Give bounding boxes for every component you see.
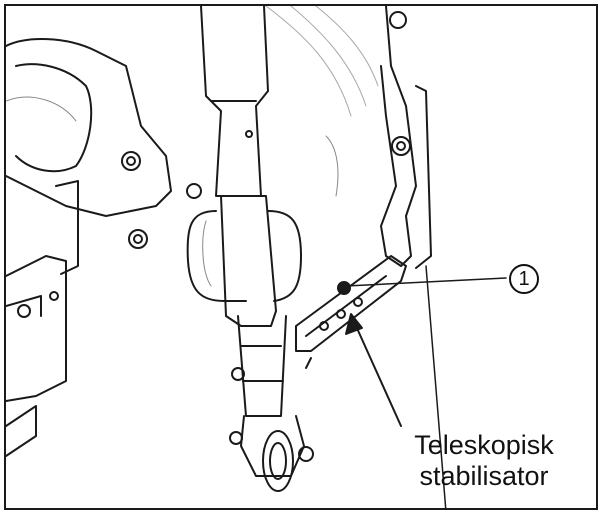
u-handle [186,210,302,302]
bolt [121,151,141,171]
label-line-1: Teleskopisk [414,430,554,460]
figure-frame: 1 Teleskopisk stabilisator [4,4,598,510]
bolt [128,229,148,249]
tractor-body [6,38,172,217]
bolt [186,183,202,199]
label-line-2: stabilisator [419,461,549,491]
link-wheel [262,430,294,492]
label-arrow [355,325,402,427]
lower-link [220,195,277,327]
pin [337,281,351,295]
callout-leader [345,277,507,287]
left-plate [6,255,67,402]
telescopic-stabilizer [295,255,407,352]
right-bracket [380,6,417,267]
callout-marker: 1 [509,264,539,294]
stabilizer-illustration [6,6,507,508]
